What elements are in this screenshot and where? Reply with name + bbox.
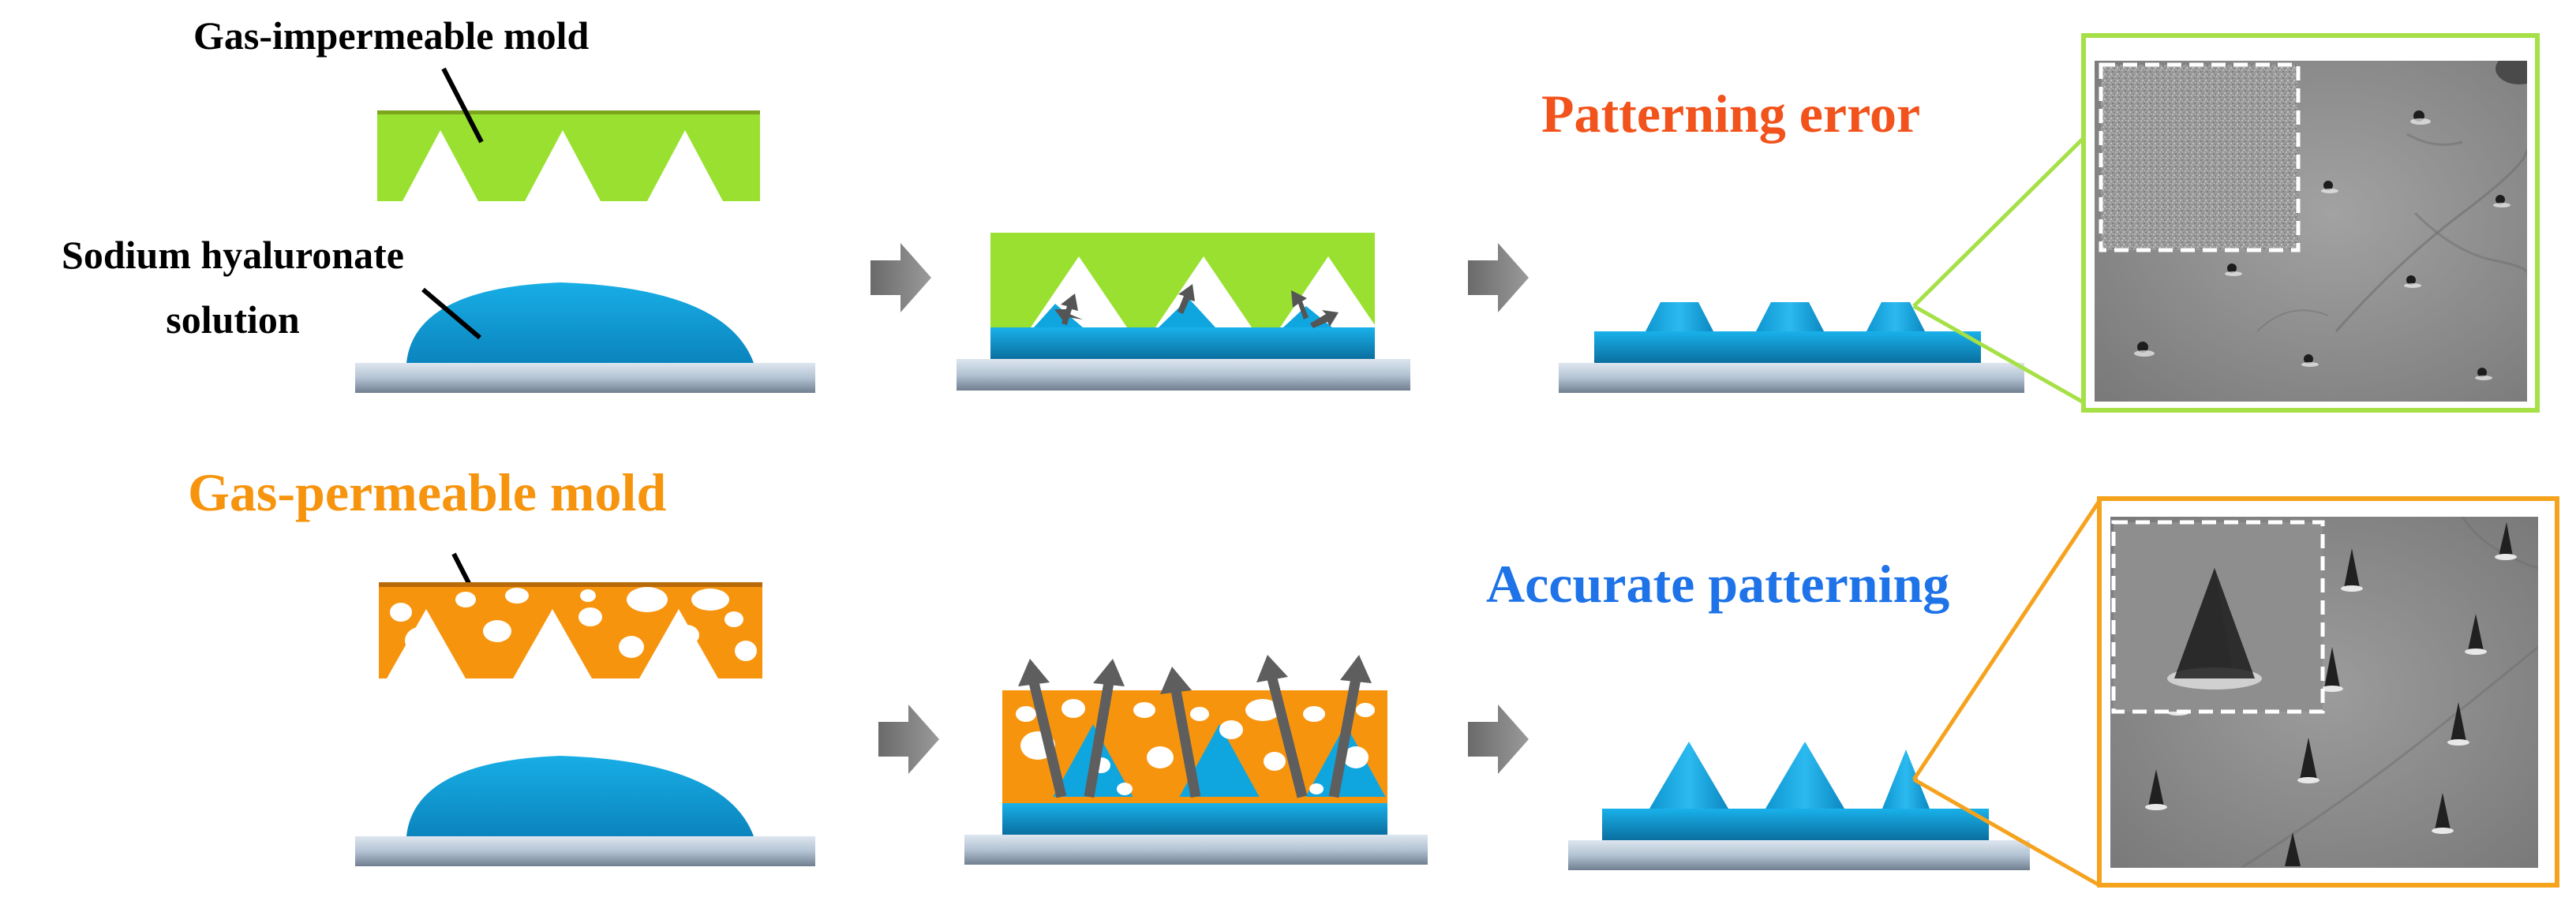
callout-line-accurate-1 <box>1911 499 2102 781</box>
solution-droplet-bottom <box>355 756 815 866</box>
sem-image-error <box>2081 33 2540 413</box>
error-patterning-result <box>1559 302 2024 393</box>
mold-pointer-line <box>441 67 484 144</box>
permeable-mold-label: Gas-permeable mold <box>188 462 667 522</box>
gas-escape-arrows <box>1018 655 1372 798</box>
trapped-gas-arrows <box>1054 284 1339 328</box>
gas-impermeable-mold <box>377 110 760 201</box>
step-arrow-4 <box>1468 705 1529 774</box>
substrate <box>355 363 815 393</box>
accurate-patterning-label: Accurate patterning <box>1486 554 1950 614</box>
callout-line-accurate-2 <box>1912 777 2101 888</box>
callout-line-error-1 <box>1912 136 2085 308</box>
solution-droplet-top <box>355 282 815 393</box>
step-arrow-1 <box>871 243 931 312</box>
callout-line-error-2 <box>1912 304 2085 405</box>
sem-image-accurate <box>2097 496 2559 888</box>
step-arrow-2 <box>1468 243 1529 312</box>
solution-label-line1: Sodium hyaluronate <box>62 233 404 277</box>
solution-label-line2: solution <box>166 297 300 342</box>
step-arrow-3 <box>878 705 939 774</box>
solution-pointer-line <box>421 287 481 340</box>
patterning-error-label: Patterning error <box>1541 84 1921 144</box>
accurate-patterning-result <box>1568 742 2030 870</box>
impermeable-mold-label: Gas-impermeable mold <box>193 13 590 58</box>
gas-permeable-mold <box>379 582 762 678</box>
